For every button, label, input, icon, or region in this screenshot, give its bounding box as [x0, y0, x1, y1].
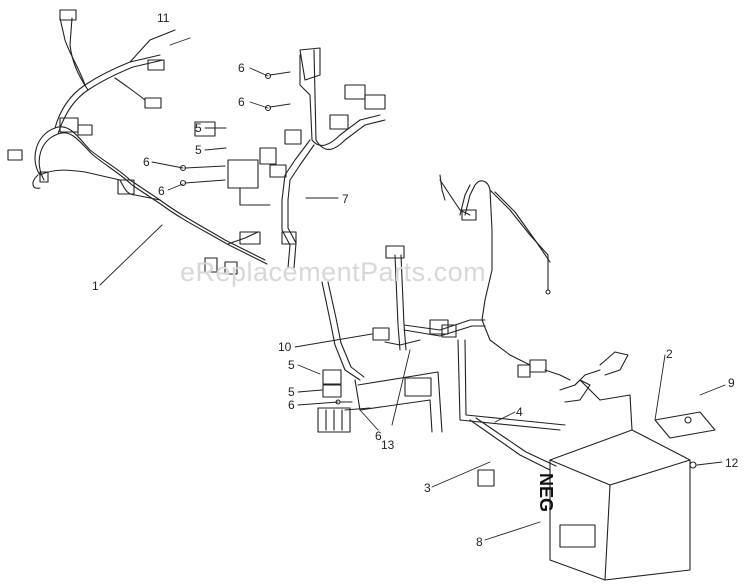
battery-cables	[457, 339, 629, 487]
callout-6-lower-2: 6	[375, 429, 382, 443]
callout-6-top: 6	[238, 61, 245, 75]
callout-2: 2	[666, 347, 673, 361]
battery-neg-label: NEG	[536, 473, 556, 513]
watermark: eReplacementParts.com	[180, 257, 487, 287]
callout-6-left: 6	[143, 155, 150, 169]
callout-6-upper: 6	[238, 95, 245, 109]
callout-leaders	[99, 37, 726, 541]
callout-13: 13	[381, 438, 395, 452]
callout-5-upper-2: 5	[195, 143, 202, 157]
callout-3: 3	[424, 481, 431, 495]
callout-8: 8	[476, 535, 483, 549]
rear-wire-harness	[321, 174, 571, 381]
callout-11: 11	[157, 11, 170, 25]
callout-12: 12	[725, 456, 739, 470]
callout-5-lower-2: 5	[288, 385, 295, 399]
battery	[549, 379, 691, 581]
callout-6-left-2: 6	[158, 184, 165, 198]
callout-6-lower: 6	[288, 398, 295, 412]
callout-9: 9	[728, 376, 735, 390]
callout-10: 10	[278, 340, 292, 354]
callout-5-upper: 5	[195, 121, 202, 135]
hold-down-bracket	[654, 411, 716, 469]
callout-1: 1	[92, 279, 99, 293]
callout-7: 7	[342, 192, 349, 206]
callout-5-lower: 5	[288, 358, 295, 372]
upper-wire-harness	[179, 47, 386, 269]
callout-4: 4	[516, 405, 523, 419]
front-wire-harness	[7, 9, 268, 275]
mounting-bracket	[317, 369, 443, 433]
